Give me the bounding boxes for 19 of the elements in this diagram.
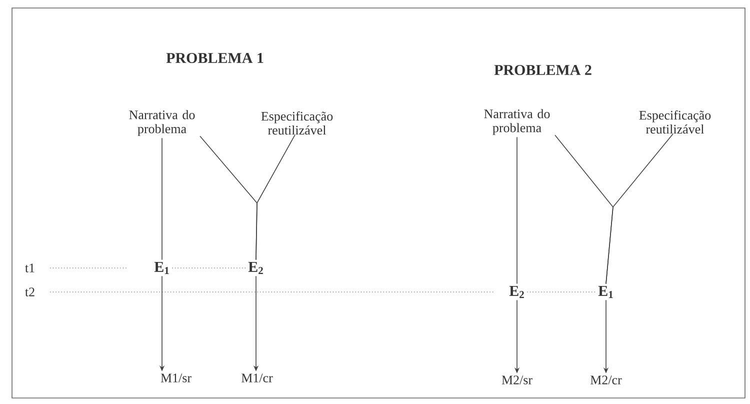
connector <box>606 133 674 284</box>
specification-text: Especificação reutilizável <box>639 110 711 134</box>
connector <box>256 134 296 260</box>
specification-text: Especificação reutilizável <box>261 111 333 135</box>
stage-label: E$_{2}$ <box>509 286 524 298</box>
time-label: t1 <box>25 264 34 272</box>
time-label: t2 <box>25 288 34 296</box>
stage-label: E$_{1}$ <box>154 262 169 274</box>
model-label: M2/cr <box>590 376 622 384</box>
stage-label: E$_{1}$ <box>598 286 613 298</box>
narrative-text: Narrativa do problema <box>129 110 195 136</box>
stage-label: E$_{2}$ <box>248 262 263 274</box>
problem-heading: PROBLEMA 2 <box>494 64 592 76</box>
narrative-text: Narrativa do problema <box>484 109 550 135</box>
model-label: M1/sr <box>160 374 192 382</box>
model-label: M2/sr <box>502 376 532 384</box>
model-label: M1/cr <box>242 374 273 382</box>
problem-heading: PROBLEMA 1 <box>166 52 264 64</box>
connector <box>516 136 518 284</box>
